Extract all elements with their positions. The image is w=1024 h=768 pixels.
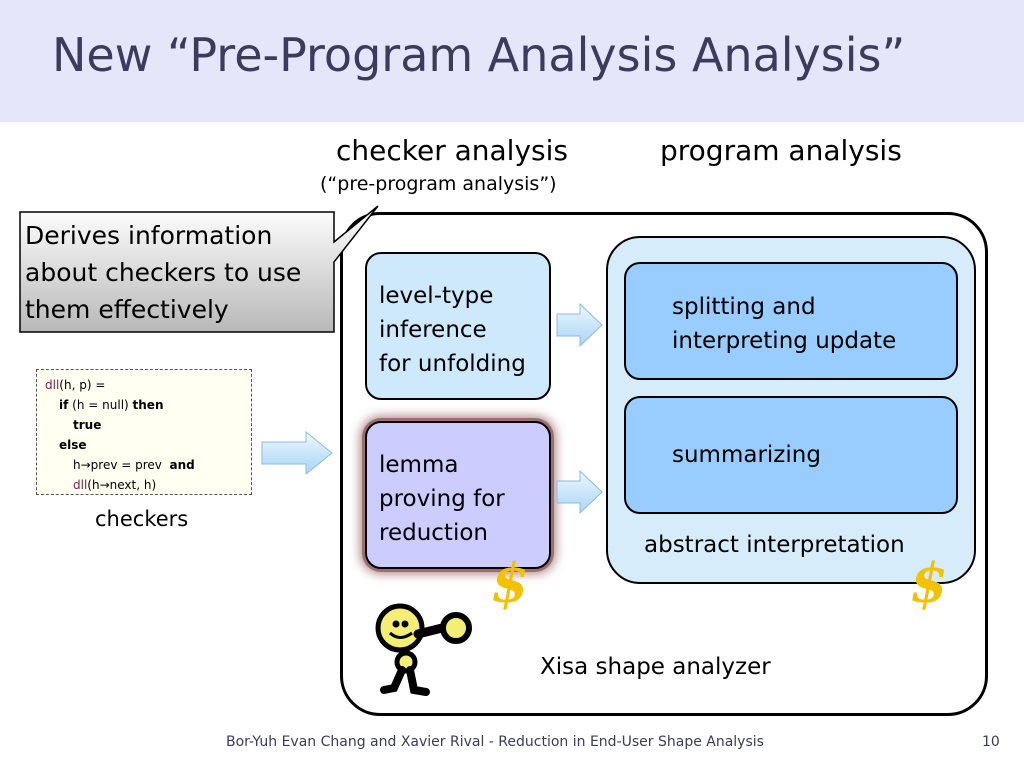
xisa-shape-analyzer-label: Xisa shape analyzer <box>540 654 771 680</box>
code-keyword: then <box>132 398 164 412</box>
code-line: else <box>45 435 251 455</box>
dollar-cost-icon: $ <box>910 551 948 615</box>
splitting-update-box: splitting and interpreting update <box>624 262 958 380</box>
slide-title: New “Pre-Program Analysis Analysis” <box>52 28 906 82</box>
callout-text: Derives information about checkers to us… <box>25 217 301 328</box>
summarizing-box: summarizing <box>624 396 958 514</box>
box-line: inference <box>379 317 487 343</box>
code-keyword: else <box>59 438 87 452</box>
code-text: (h = null) <box>72 398 129 412</box>
box-line: lemma <box>379 452 459 478</box>
box-line: splitting and <box>672 294 816 320</box>
abstract-interpretation-label: abstract interpretation <box>644 532 905 558</box>
pre-program-analysis-subheading: (“pre-program analysis”) <box>320 173 557 195</box>
program-analysis-heading: program analysis <box>660 134 902 167</box>
callout-line: them effectively <box>25 295 229 324</box>
box-line: summarizing <box>672 442 821 468</box>
code-fn-name: dll <box>45 378 60 392</box>
code-line: if (h = null) then <box>45 395 251 415</box>
level-type-inference-box: level-type inference for unfolding <box>365 252 551 400</box>
box-line: reduction <box>379 520 488 546</box>
page-number: 10 <box>982 734 1000 750</box>
box-line: interpreting update <box>672 328 897 354</box>
code-line: h→prev = prev and <box>45 455 251 475</box>
code-keyword: and <box>169 458 195 472</box>
box-line: level-type <box>379 283 494 309</box>
box-line: for unfolding <box>379 351 526 377</box>
checker-code-box: dll(h, p) = if (h = null) then true else… <box>36 369 252 495</box>
code-text: (h→next, h) <box>87 478 157 492</box>
code-line: dll(h→next, h) <box>45 475 251 495</box>
code-line: true <box>45 415 251 435</box>
code-keyword: if <box>59 398 69 412</box>
callout-line: Derives information <box>25 221 273 250</box>
right-arrow-icon <box>261 430 333 476</box>
title-band <box>0 0 1024 122</box>
checker-analysis-heading: checker analysis <box>336 134 568 167</box>
code-fn-name: dll <box>73 478 88 492</box>
code-line: dll(h, p) = <box>45 375 251 395</box>
code-keyword: true <box>73 418 102 432</box>
smiley-figure-icon <box>375 603 472 696</box>
code-text: (h, p) = <box>59 378 106 392</box>
dollar-cost-icon: $ <box>491 551 529 615</box>
code-text: h→prev = prev <box>73 458 162 472</box>
lemma-proving-box: lemma proving for reduction <box>365 421 551 569</box>
footer-text: Bor-Yuh Evan Chang and Xavier Rival - Re… <box>226 734 764 750</box>
box-line: proving for <box>379 486 505 512</box>
checkers-label: checkers <box>95 507 189 531</box>
callout-line: about checkers to use <box>25 258 302 287</box>
